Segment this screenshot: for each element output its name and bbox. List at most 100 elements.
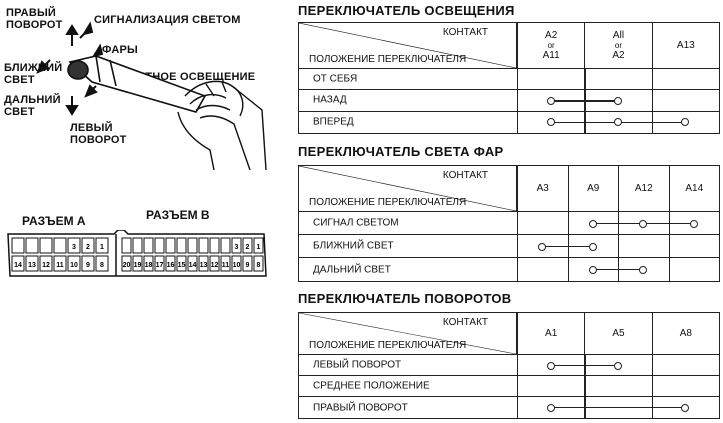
- continuity-line: [550, 406, 686, 409]
- connector-a-bottom-pin-label: 10: [70, 262, 78, 269]
- column-divider: [517, 376, 519, 396]
- connector-b-bottom-pin-cell: [209, 255, 220, 272]
- connector-b-top-pin-cell: [209, 237, 220, 254]
- continuity-dot: [614, 96, 622, 105]
- column-header-text: or: [614, 40, 623, 50]
- table-title-headlights: ПЕРЕКЛЮЧАТЕЛЬ СВЕТА ФАР: [298, 144, 504, 159]
- connector-b-bottom-pin-label: 10: [233, 262, 241, 269]
- column-header-text: All: [612, 29, 625, 41]
- column-header-text: А14: [685, 182, 704, 194]
- table-row: НАЗАД: [299, 90, 719, 112]
- connector-b-top-pin-cell: [176, 237, 187, 254]
- column-header-text: A13: [676, 39, 695, 51]
- connector-b-bottom-pin-label: 19: [134, 262, 142, 269]
- column-header-text: A11: [542, 49, 560, 61]
- column-divider: [651, 376, 653, 396]
- connector-b-bottom-pin-cell: [198, 255, 209, 272]
- column-divider: [668, 235, 670, 257]
- row-label: ОТ СЕБЯ: [313, 73, 358, 85]
- column-header-text: А3: [536, 182, 549, 194]
- connector-a-top-pin-cell: [81, 237, 95, 254]
- continuity-line: [550, 364, 618, 367]
- switch-illustration: [36, 21, 267, 171]
- continuity-dot: [681, 403, 690, 412]
- row-label: ЛЕВЫЙ ПОВОРОТ: [313, 359, 402, 371]
- connector-a-bottom-pin-cell: [53, 255, 67, 272]
- column-header-text: A2: [545, 29, 558, 41]
- row-label: БЛИЖНИЙ СВЕТ: [313, 240, 394, 252]
- column-divider: [517, 69, 519, 90]
- connector-b-bottom-pin-label: 18: [145, 262, 153, 269]
- column-divider: [567, 212, 569, 234]
- continuity-dot: [546, 403, 555, 412]
- column-header-1: А5: [584, 313, 652, 355]
- column-header-text: or: [547, 40, 555, 50]
- column-header-text: А12: [634, 182, 653, 194]
- continuity-dot: [639, 219, 648, 228]
- column-divider: [584, 376, 586, 396]
- continuity-dot: [681, 118, 690, 127]
- column-header-text: А1: [545, 327, 558, 339]
- column-divider: [651, 69, 653, 90]
- connector-b-bottom-pin-cell: [176, 255, 187, 272]
- header-position-label: ПОЛОЖЕНИЕ ПЕРЕКЛЮЧАТЕЛЯ: [309, 197, 467, 208]
- column-divider: [517, 397, 519, 418]
- connector-b-top-pin-cell: [165, 237, 176, 254]
- connector-a-top-pin-cell: [25, 237, 39, 254]
- column-divider: [517, 355, 519, 375]
- connector-b-bottom-pin-cell: [253, 255, 264, 272]
- connector-b-title: РАЗЪЕМ В: [146, 208, 210, 222]
- label-signal: СИГНАЛИЗАЦИЯ СВЕТОМ: [94, 14, 241, 26]
- connector-b-top-pin-cell: [231, 237, 242, 254]
- column-divider: [651, 355, 653, 375]
- row-label: ДАЛЬНИЙ СВЕТ: [313, 264, 391, 275]
- connector-b-bottom-pin-label: 12: [211, 262, 219, 269]
- connector-b-bottom-pin-label: 14: [189, 262, 197, 269]
- connector-b-bottom-pin-label: 13: [200, 262, 208, 269]
- table-row: ПРАВЫЙ ПОВОРОТ: [299, 397, 719, 418]
- column-divider: [517, 258, 519, 281]
- continuity-dot: [588, 242, 597, 251]
- connector-b-top-pin-cell: [242, 237, 253, 254]
- connector-b-bottom-pin-label: 15: [178, 262, 186, 269]
- continuity-line: [542, 245, 593, 248]
- column-divider: [517, 111, 519, 133]
- connector-a-bottom-pin-label: 13: [28, 262, 36, 269]
- continuity-dot: [538, 242, 547, 251]
- connector-a-top-pin-label: 1: [100, 244, 104, 251]
- connector-a-bottom-pin-label: 9: [86, 262, 90, 269]
- connector-a-bottom-pin-cell: [67, 255, 81, 272]
- connector-a-top-pin-cell: [67, 237, 81, 254]
- connector-a-top-pin-cell: [11, 237, 25, 254]
- continuity-dot: [546, 118, 555, 127]
- column-divider: [584, 69, 586, 90]
- column-divider: [517, 90, 519, 111]
- continuity-dot: [614, 361, 622, 370]
- connector-b-bottom-pin-label: 8: [257, 262, 261, 269]
- connector-b-bottom-pin-cell: [121, 255, 132, 272]
- header-contact-label: КОНТАКТ: [442, 317, 488, 328]
- continuity-dot: [639, 265, 648, 274]
- connector-a-bottom-pin-cell: [11, 255, 25, 272]
- column-header-0: А1: [517, 313, 585, 355]
- row-label: НАЗАД: [313, 94, 347, 106]
- column-divider: [618, 235, 620, 257]
- connector-b-bottom-pin-cell: [154, 255, 165, 272]
- column-header-text: А5: [612, 327, 625, 339]
- row-label: СРЕДНЕЕ ПОЛОЖЕНИЕ: [313, 380, 430, 392]
- row-label: ПРАВЫЙ ПОВОРОТ: [313, 402, 408, 413]
- connector-a-top-pin-label: 2: [86, 244, 90, 251]
- continuity-dot: [546, 96, 555, 105]
- connector-b-top-pin-cell: [143, 237, 154, 254]
- connector-a-bottom-pin-cell: [25, 255, 39, 272]
- header-position-label: ПОЛОЖЕНИЕ ПЕРЕКЛЮЧАТЕЛЯ: [309, 54, 467, 65]
- connector-b-top-pin-cell: [121, 237, 132, 254]
